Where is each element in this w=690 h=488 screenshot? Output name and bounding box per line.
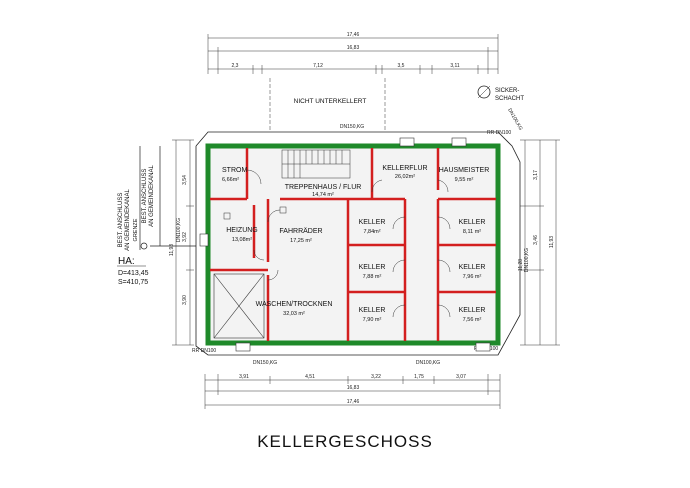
- right-dimension-chain: [520, 139, 560, 346]
- ha-marker-icon: [140, 242, 148, 250]
- room-keller6-area: 7,56 m²: [463, 317, 482, 323]
- interior-walls: [210, 148, 496, 341]
- room-keller5-name: KELLER: [459, 264, 486, 271]
- border-label: GRENZE: [133, 218, 139, 241]
- room-waschen-name: WASCHEN/TROCKNEN: [256, 301, 333, 308]
- room-hausmeister-area: 9,55 m²: [455, 177, 474, 183]
- ha-s-label: S=410,75: [118, 279, 148, 286]
- dim-top-d: 3,11: [450, 63, 460, 69]
- room-treppenhaus-area: 14,74 m²: [312, 192, 334, 198]
- page-title: KELLERGESCHOSS: [257, 432, 433, 451]
- dim-bottom-a: 3,91: [239, 374, 249, 380]
- seepage-shaft-cross-icon: [477, 85, 491, 99]
- drainage-pipe: [195, 131, 521, 356]
- pipe-top-label: DN150,KG: [340, 124, 364, 130]
- sicker-label-1: SICKER-: [495, 88, 519, 94]
- room-heizung-name: HEIZUNG: [226, 227, 258, 234]
- left-dimension-chain: [172, 139, 194, 346]
- room-keller5-area: 7,96 m²: [463, 274, 482, 280]
- connection-label-1: BEST. ANSCHLUSS: [118, 193, 124, 248]
- room-strom-area: 6,66m²: [222, 177, 239, 183]
- pipe-bottom-right-label: DN100,KG: [416, 360, 440, 366]
- room-keller6-name: KELLER: [459, 307, 486, 314]
- room-keller4-area: 8,11 m²: [463, 229, 481, 235]
- non-basement-outline: [269, 78, 386, 130]
- dim-bottom-b: 4,51: [305, 374, 315, 380]
- room-treppenhaus-name: TREPPENHAUS / FLUR: [285, 184, 362, 191]
- dim-right-a: 3,17: [533, 170, 539, 180]
- dim-right-total: 11,93: [549, 236, 555, 248]
- dim-bottom-total: 17,46: [347, 399, 360, 405]
- socket-icon: [279, 206, 287, 214]
- room-keller3-name: KELLER: [359, 307, 386, 314]
- room-strom-name: STROM: [222, 167, 247, 174]
- dim-left-total: 11,93: [169, 244, 175, 256]
- light-well-cross: [213, 273, 265, 339]
- dim-top-c: 3,5: [398, 63, 405, 69]
- room-waschen-area: 32,03 m²: [283, 311, 305, 317]
- dim-right-b: 3,46: [533, 235, 539, 245]
- room-keller1-name: KELLER: [359, 219, 386, 226]
- dim-left-c: 3,90: [182, 295, 188, 305]
- dim-right-inner: 11,28: [518, 259, 524, 271]
- rr-bottom-left-label: RR DN100: [192, 348, 216, 354]
- seepage-shaft-icon: [477, 85, 491, 99]
- boiler-icon: [223, 212, 231, 220]
- dim-top-inner: 16,83: [347, 45, 360, 51]
- connection-label-2: AN GEMEINDEKANAL: [125, 188, 131, 250]
- room-kellerflur-area: 26,02m²: [395, 174, 415, 180]
- room-fahrraeder-area: 17,25 m²: [290, 238, 312, 244]
- rr-top-right-label: RR DN100: [487, 130, 511, 136]
- room-fahrraeder-name: FAHRRÄDER: [279, 227, 322, 235]
- pipe-left-label: DN100,KG: [176, 218, 182, 242]
- pipe-right-top-label: DN100,KG: [506, 108, 523, 132]
- dim-bottom-c: 3,22: [371, 374, 381, 380]
- window-wells: [199, 137, 491, 352]
- dim-top-a: 2,3: [232, 63, 239, 69]
- room-keller2-name: KELLER: [359, 264, 386, 271]
- pipe-right-label: DN100,KG: [524, 248, 530, 272]
- dim-bottom-inner: 16,83: [347, 385, 360, 391]
- dim-bottom-d: 1,75: [414, 374, 424, 380]
- dim-top-b: 7,12: [313, 63, 323, 69]
- room-keller3-area: 7,90 m²: [363, 317, 382, 323]
- top-dimension-chain: [207, 34, 499, 74]
- dim-left-b: 3,92: [182, 232, 188, 242]
- room-keller4-name: KELLER: [459, 219, 486, 226]
- room-heizung-area: 13,08m²: [232, 237, 252, 243]
- room-hausmeister-name: HAUSMEISTER: [439, 167, 490, 174]
- dim-bottom-e: 3,07: [456, 374, 466, 380]
- dim-left-a: 3,54: [182, 175, 188, 185]
- door-swings: [246, 169, 451, 318]
- connection-label-3: BEST. ANSCHLUSS: [142, 169, 148, 224]
- pipe-bottom-left-label: DN150,KG: [253, 360, 277, 366]
- staircase: [281, 149, 351, 179]
- ha-label: HA:: [118, 256, 135, 267]
- sewer-connection-line: [139, 146, 196, 250]
- room-kellerflur-name: KELLERFLUR: [382, 165, 427, 172]
- dim-top-total: 17,46: [347, 32, 360, 38]
- ha-d-label: D=413,45: [118, 270, 149, 277]
- bottom-dimension-chain: [204, 374, 501, 409]
- room-keller1-area: 7,84m²: [363, 229, 380, 235]
- connection-label-4: AN GEMEINDEKANAL: [149, 164, 155, 226]
- sicker-label-2: SCHACHT: [495, 96, 524, 102]
- room-keller2-area: 7,88 m²: [363, 274, 382, 280]
- not-basement-label: NICHT UNTERKELLERT: [294, 98, 367, 105]
